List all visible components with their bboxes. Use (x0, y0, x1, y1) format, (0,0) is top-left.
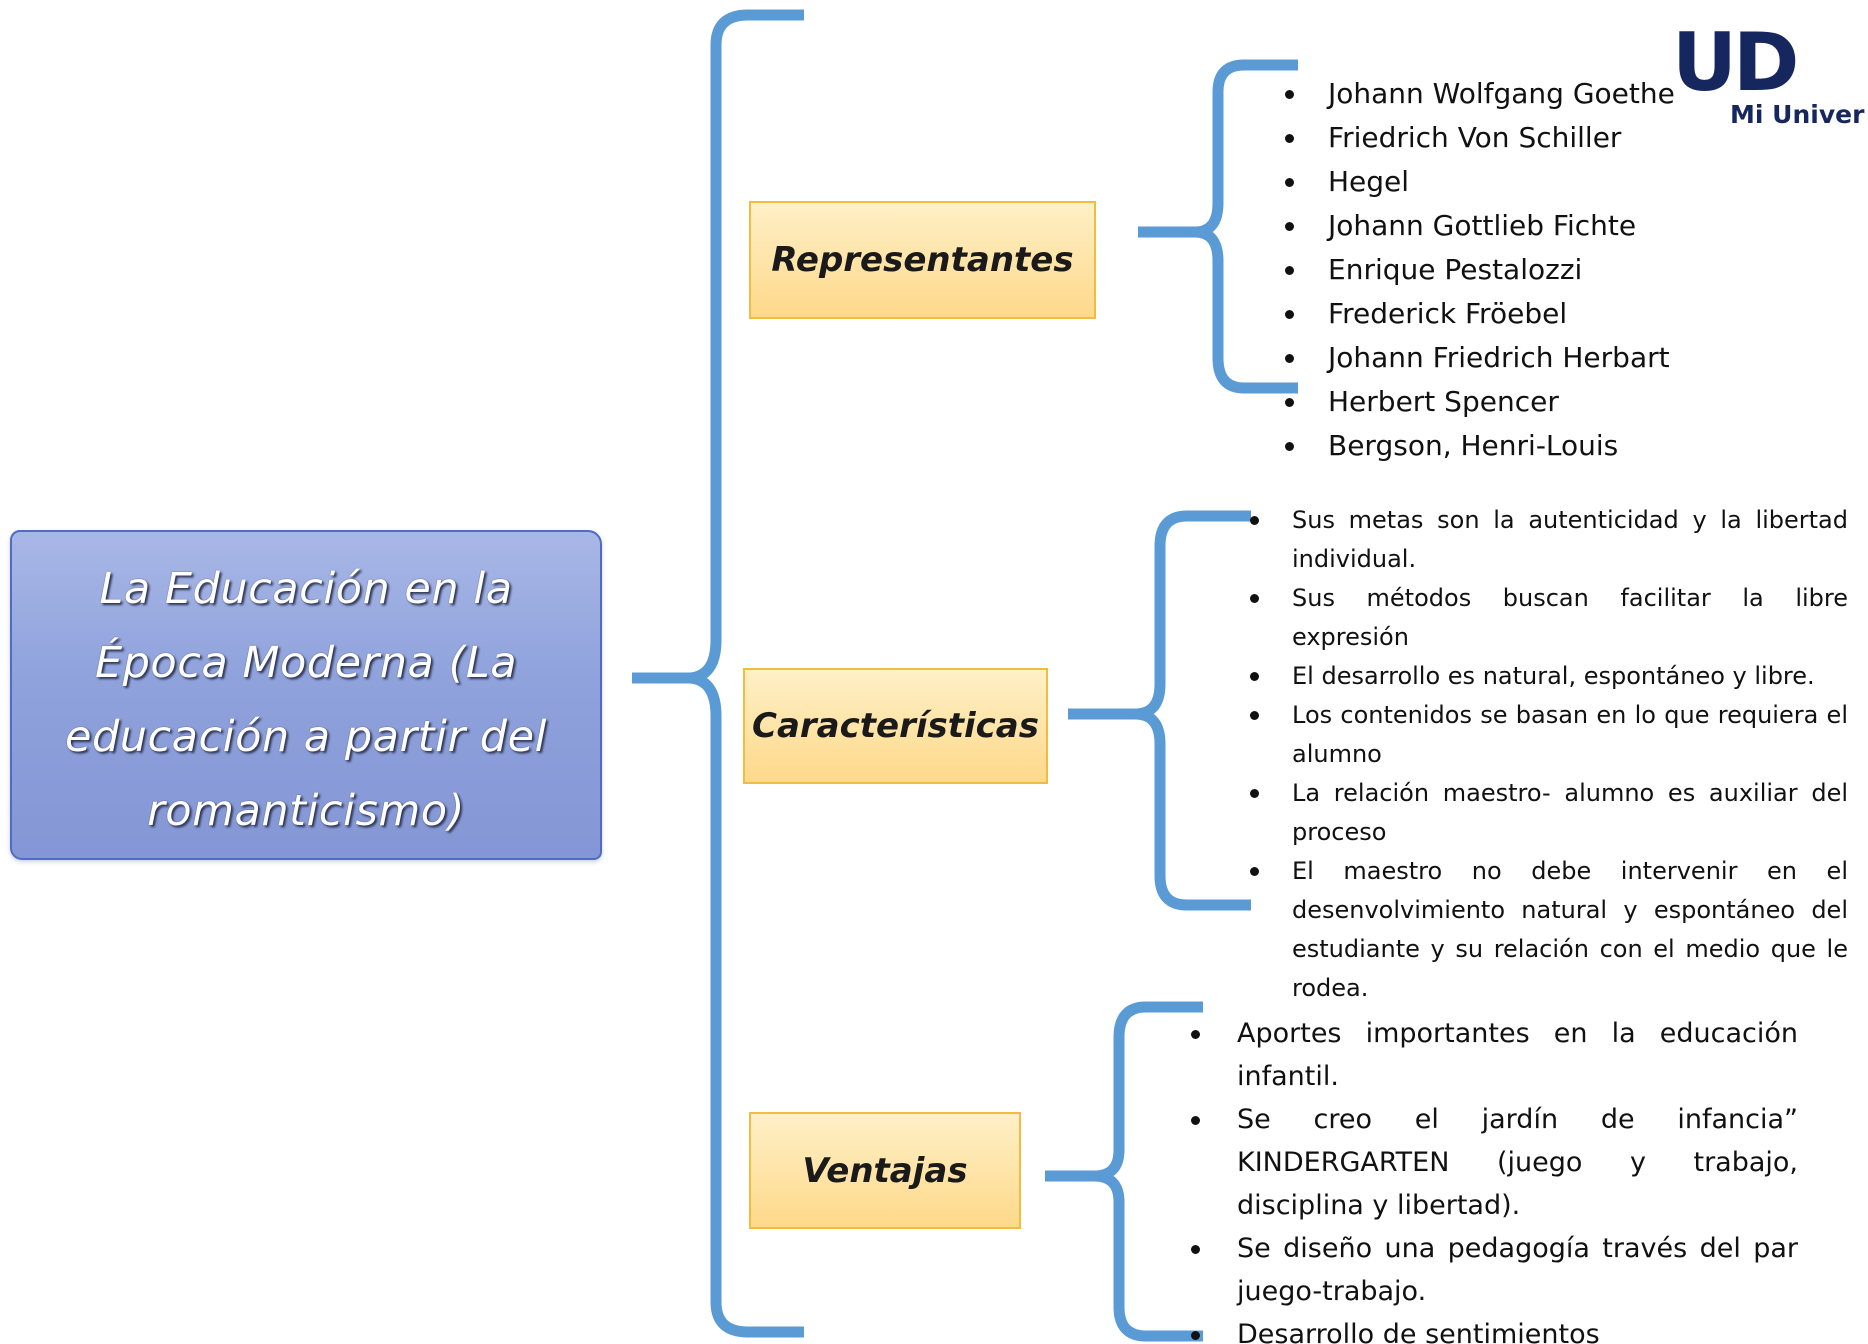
list-item: Johann Gottlieb Fichte (1285, 204, 1728, 248)
university-logo: UD Mi Univer (1660, 20, 1868, 130)
caracteristicas-box: Características (743, 668, 1048, 784)
caracteristicas-bracket (1068, 510, 1251, 911)
main-bracket (632, 9, 804, 1338)
list-item: Sus métodos buscan facilitar la libre ex… (1250, 579, 1848, 657)
list-item: Johann Wolfgang Goethe (1285, 72, 1728, 116)
ventajas-bracket (1045, 1001, 1203, 1342)
list-item: Desarrollo de sentimientos (1191, 1313, 1798, 1344)
caracteristicas-list: Sus metas son la autenticidad y la liber… (1250, 501, 1848, 1008)
list-item: Sus metas son la autenticidad y la liber… (1250, 501, 1848, 579)
representantes-box: Representantes (749, 201, 1096, 319)
representantes-list: Johann Wolfgang Goethe Friedrich Von Sch… (1285, 72, 1728, 468)
list-item: Bergson, Henri-Louis (1285, 424, 1728, 468)
list-item: El desarrollo es natural, espontáneo y l… (1250, 657, 1848, 696)
list-item: Friedrich Von Schiller (1285, 116, 1728, 160)
main-topic-box: La Educación en la Época Moderna (La edu… (10, 530, 602, 860)
list-item: Los contenidos se basan en lo que requie… (1250, 696, 1848, 774)
logo-mark: UD (1672, 16, 1799, 109)
list-item: Se diseño una pedagogía través del par j… (1191, 1227, 1798, 1313)
representantes-label: Representantes (771, 240, 1074, 280)
ventajas-label: Ventajas (802, 1150, 968, 1191)
representantes-bracket (1138, 59, 1298, 394)
list-item: Hegel (1285, 160, 1728, 204)
list-item: Frederick Fröebel (1285, 292, 1728, 336)
list-item: Aportes importantes en la educación infa… (1191, 1012, 1798, 1098)
list-item: Se creo el jardín de infancia” KINDERGAR… (1191, 1098, 1798, 1227)
caracteristicas-label: Características (752, 706, 1039, 746)
list-item: Johann Friedrich Herbart (1285, 336, 1728, 380)
list-item: Herbert Spencer (1285, 380, 1728, 424)
logo-caption: Mi Univer (1730, 100, 1865, 129)
list-item: El maestro no debe intervenir en el dese… (1250, 852, 1848, 1008)
list-item: La relación maestro- alumno es auxiliar … (1250, 774, 1848, 852)
list-item: Enrique Pestalozzi (1285, 248, 1728, 292)
ventajas-box: Ventajas (749, 1112, 1021, 1229)
main-topic-title: La Educación en la Época Moderna (La edu… (64, 564, 547, 836)
ventajas-list: Aportes importantes en la educación infa… (1191, 1012, 1798, 1344)
